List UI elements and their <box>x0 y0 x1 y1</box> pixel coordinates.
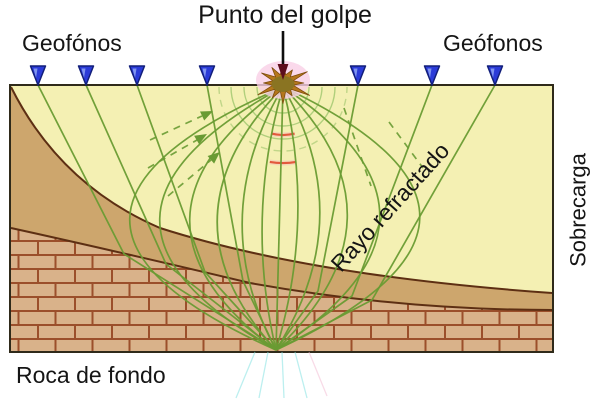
strike-point-label: Punto del golpe <box>198 1 372 29</box>
geophone-icon <box>198 65 216 86</box>
geophones-left-label: Geofónos <box>22 30 122 56</box>
geophone-icon <box>349 65 367 86</box>
geophone-icon <box>128 65 146 86</box>
geophone-icon <box>77 65 95 86</box>
geophones-right-label: Geófonos <box>443 30 543 56</box>
ray-arrowhead-icon <box>207 152 220 164</box>
dashed-ray-arrows <box>147 107 424 197</box>
geophone-icon <box>29 65 47 86</box>
ray-arrowhead-icon <box>194 134 207 145</box>
weathered-top-boundary <box>10 86 553 294</box>
bedrock-label: Roca de fondo <box>16 362 166 388</box>
overburden-label: Sobrecarga <box>565 153 591 267</box>
ray-arrowhead-icon <box>200 111 213 121</box>
geophone-icon <box>486 65 504 86</box>
geophones-group <box>29 65 504 86</box>
geophone-rays <box>37 84 496 351</box>
impact-burst-icon <box>257 61 311 104</box>
geophone-icon <box>423 65 441 86</box>
underglow-lines <box>235 351 328 399</box>
strike-arrow-icon <box>277 31 289 80</box>
weathered-layer <box>11 87 552 310</box>
